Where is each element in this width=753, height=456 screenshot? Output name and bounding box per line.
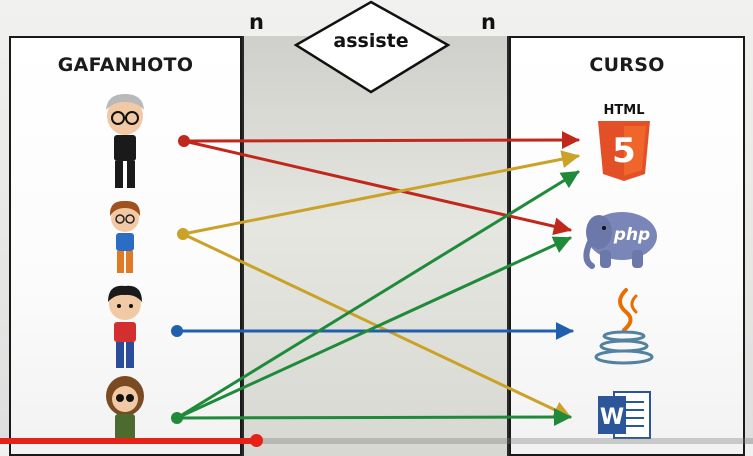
entity-title-curso: CURSO: [589, 54, 665, 76]
word-caption: W: [600, 405, 624, 430]
link-g1-php: [182, 139, 572, 236]
right-cardinality: n: [481, 10, 496, 34]
link-g4-word: [175, 408, 572, 427]
link-g2-html: [181, 150, 580, 236]
brown-haired-girl-avatar: [106, 376, 144, 444]
link-g4-html: [175, 170, 580, 420]
link-origin-dot-g3: [171, 325, 183, 337]
boy-in-red-shirt-avatar: [108, 285, 142, 368]
link-origin-dot-g4: [171, 412, 183, 424]
html5-badge: 5: [612, 131, 636, 171]
word-document-icon: W: [598, 391, 651, 439]
video-progress-bar[interactable]: [0, 434, 753, 447]
link-g1-html: [182, 131, 580, 150]
left-cardinality: n: [249, 10, 264, 34]
link-origin-dot-g2: [177, 228, 189, 240]
curly-haired-boy-avatar: [109, 200, 141, 273]
diagram-graphics: HTML 5 php W: [106, 0, 657, 444]
link-origin-dot-g1: [178, 135, 190, 147]
entity-title-gafanhoto: GAFANHOTO: [57, 54, 194, 76]
links-layer: [171, 131, 580, 427]
php-elephant-icon: php: [583, 212, 657, 269]
relationship-band: [242, 36, 509, 456]
video-progress-handle[interactable]: [250, 434, 264, 447]
video-progress-fill: [0, 438, 257, 444]
php-caption: php: [613, 225, 650, 245]
html5-logo-icon: HTML 5: [598, 103, 650, 181]
java-coffee-cup-icon: [594, 288, 654, 365]
html-caption: HTML: [604, 103, 645, 118]
link-g4-php: [175, 236, 572, 420]
relationship-label: assiste: [333, 30, 409, 52]
gray-haired-man-with-glasses-avatar: [106, 94, 144, 188]
relationship-diamond: [293, 0, 451, 94]
